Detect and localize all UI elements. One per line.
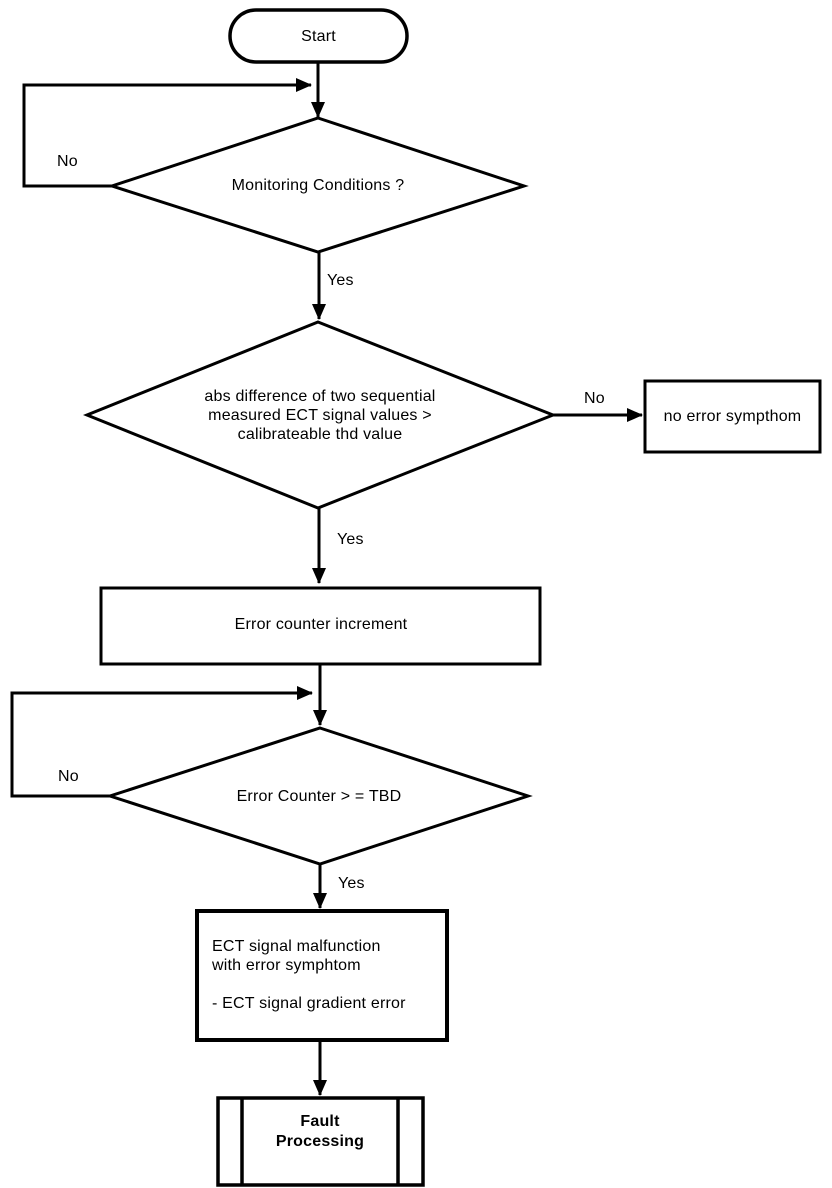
monitoring-no-edge-label: No [57,153,78,170]
noerror-process-shape [643,379,822,454]
malfunction-process-label: ECT signal malfunction with error sympht… [212,938,406,1012]
fault-processing-label: Fault Processing [275,1113,365,1150]
absdiff-no-edge-label: No [584,390,605,407]
countercheck-decision-label: Error Counter > = TBD [236,788,402,805]
counter-process-shape [99,586,542,666]
counter-process-label: Error counter increment [234,616,408,633]
noerror-process-label: no error sympthom [663,408,802,425]
start-terminator-shape [228,8,409,64]
absdiff-decision-label: abs difference of two sequential measure… [204,388,436,443]
malfunction-process-shape [195,909,449,1042]
absdiff-decision-shape [82,320,558,510]
monitoring-decision-shape [107,116,529,254]
countercheck-no-edge-label: No [58,768,79,785]
monitoring-decision-label: Monitoring Conditions ? [231,177,405,194]
monitoring-yes-edge-label: Yes [327,272,354,289]
countercheck-decision-shape [105,726,533,866]
fault-predefined-shape [216,1096,425,1187]
start-label: Start [301,28,336,45]
arrow-countercheck-no-loop [10,686,313,798]
arrow-monitoring-no-loop [22,78,312,188]
countercheck-yes-edge-label: Yes [338,875,365,892]
absdiff-yes-edge-label: Yes [337,531,364,548]
